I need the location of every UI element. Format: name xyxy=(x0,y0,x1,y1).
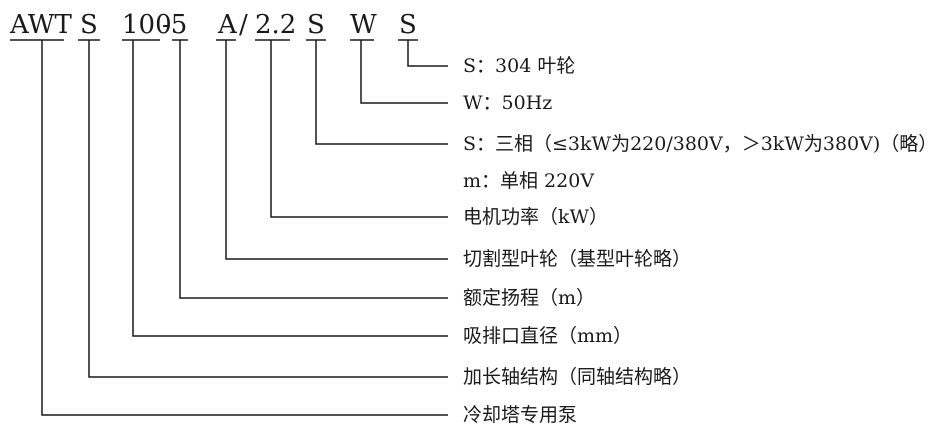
code-power: 2.2 xyxy=(255,10,297,40)
leader-awt xyxy=(41,40,448,416)
desc-three-phase: S：三相（≤3kW为220/380V，＞3kW为380V)（略） xyxy=(463,133,938,155)
leader-s3 xyxy=(407,40,448,67)
desc-frequency: W：50Hz xyxy=(463,92,553,114)
desc-port-diameter: 吸排口直径（mm） xyxy=(463,325,633,347)
code-awt: AWT xyxy=(10,10,72,40)
leader-s1 xyxy=(88,40,448,378)
code-a: A xyxy=(218,10,237,40)
leader-s2 xyxy=(315,40,448,145)
leader-w xyxy=(360,40,448,104)
code-s-impeller: S xyxy=(399,10,417,40)
desc-rated-head: 额定扬程（m） xyxy=(463,287,596,309)
leader-a xyxy=(225,40,448,260)
code-head: -5 xyxy=(162,10,188,40)
code-s-shaft: S xyxy=(80,10,98,40)
leader-5 xyxy=(179,40,448,299)
desc-extended-shaft: 加长轴结构（同轴结构略） xyxy=(463,366,692,388)
desc-single-phase: m：单相 220V xyxy=(463,170,595,192)
desc-cutting-impeller: 切割型叶轮（基型叶轮略） xyxy=(463,248,692,270)
desc-impeller-material: S：304 叶轮 xyxy=(463,55,576,77)
desc-cooling-tower-pump: 冷却塔专用泵 xyxy=(463,404,578,426)
desc-motor-power: 电机功率（kW） xyxy=(463,206,609,228)
leader-22 xyxy=(270,40,448,218)
code-s-phase: S xyxy=(307,10,325,40)
leader-100 xyxy=(132,40,448,337)
code-w: W xyxy=(350,10,377,40)
code-slash: / xyxy=(239,10,248,40)
code-100: 100 xyxy=(122,10,172,40)
